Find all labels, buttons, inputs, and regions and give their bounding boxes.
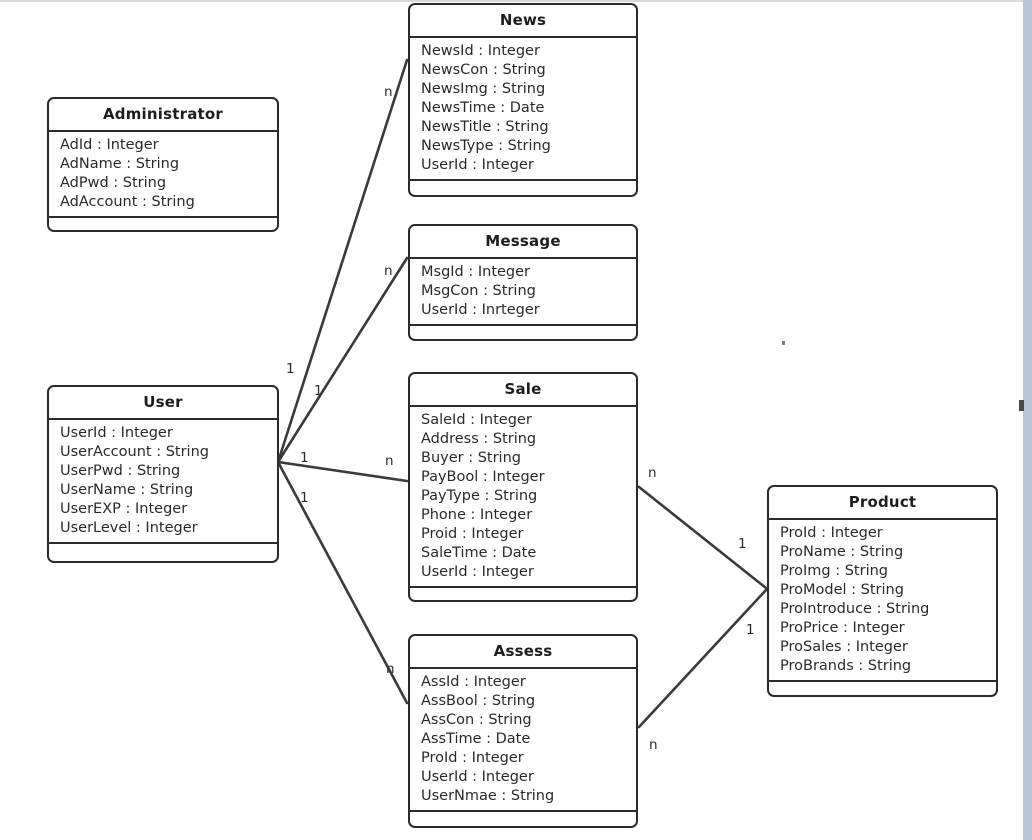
multiplicity-label-m-assess-n: n [386,661,395,677]
attribute-row: AssId : Integer [421,674,526,690]
attribute-row: AdId : Integer [60,137,159,153]
attribute-row: ProImg : String [780,563,888,579]
attribute-row: ProId : Integer [780,525,883,541]
attribute-row: NewsId : Integer [421,43,540,59]
attribute-row: ProBrands : String [780,658,912,674]
top-edge-rule [0,0,1032,2]
multiplicity-label-m-ass-prod-1: 1 [746,622,755,638]
attribute-row: MsgId : Integer [421,264,531,280]
association-line-sale-product[interactable] [637,485,768,590]
class-operations-user [49,544,277,570]
attribute-row: UserId : Integer [421,157,534,173]
attribute-row: AssCon : String [421,712,532,728]
class-operations-assess [410,812,636,838]
association-line-assess-product[interactable] [637,588,768,729]
class-operations-administrator [49,218,277,244]
attribute-row: UserEXP : Integer [60,501,188,517]
attribute-row: ProId : Integer [421,750,524,766]
multiplicity-label-m-user-sale-1: 1 [300,450,309,466]
attribute-row: UserId : Inrteger [421,302,540,318]
class-operations-product [769,682,996,708]
attribute-row: ProName : String [780,544,904,560]
attribute-row: UserId : Integer [421,564,534,580]
attribute-row: AdPwd : String [60,175,167,191]
attribute-row: MsgCon : String [421,283,536,299]
attribute-row: UserId : Integer [60,425,173,441]
attribute-row: UserName : String [60,482,194,498]
class-operations-message [410,326,636,352]
class-name-message: Message [410,226,636,259]
class-name-assess: Assess [410,636,636,669]
multiplicity-label-m-user-news-1: 1 [286,361,295,377]
right-edge-mark [1019,400,1024,411]
class-name-user: User [49,387,277,420]
attribute-row: ProIntroduce : String [780,601,930,617]
attribute-row: NewsImg : String [421,81,546,97]
attribute-row: NewsTitle : String [421,119,549,135]
multiplicity-label-m-user-msg-1: 1 [314,383,323,399]
attribute-row: ProPrice : Integer [780,620,905,636]
attribute-row: SaleTime : Date [421,545,537,561]
attribute-row: Phone : Integer [421,507,533,523]
attribute-row: Proid : Integer [421,526,524,542]
association-line-user-sale[interactable] [276,460,409,483]
association-line-user-assess[interactable] [276,460,409,705]
attribute-row: UserPwd : String [60,463,181,479]
multiplicity-label-m-sale-prod-n: n [648,465,657,481]
class-name-product: Product [769,487,996,520]
attribute-row: NewsCon : String [421,62,546,78]
attribute-row: Buyer : String [421,450,521,466]
class-operations-news [410,181,636,207]
attribute-row: AdName : String [60,156,180,172]
attribute-row: AssTime : Date [421,731,531,747]
attribute-row: AdAccount : String [60,194,195,210]
attribute-row: Address : String [421,431,537,447]
attribute-row: UserAccount : String [60,444,209,460]
attribute-row: SaleId : Integer [421,412,532,428]
attribute-row: PayType : String [421,488,538,504]
attribute-row: ProModel : String [780,582,904,598]
association-line-user-news[interactable] [276,58,409,464]
attribute-row: UserNmae : String [421,788,555,804]
attribute-row: UserId : Integer [421,769,534,785]
attribute-row: NewsType : String [421,138,551,154]
multiplicity-label-m-message-n: n [384,263,393,279]
attribute-row: ProSales : Integer [780,639,908,655]
attribute-row: NewsTime : Date [421,100,545,116]
multiplicity-label-m-sale-prod-1: 1 [738,536,747,552]
class-name-administrator: Administrator [49,99,277,132]
association-line-user-message[interactable] [276,256,409,464]
multiplicity-label-m-user-ass-1: 1 [300,490,309,506]
artifact-stray-dot [782,341,785,345]
class-name-news: News [410,5,636,38]
multiplicity-label-m-news-n: n [384,84,393,100]
multiplicity-label-m-ass-prod-n: n [649,737,658,753]
right-edge-strip [1023,0,1032,840]
class-operations-sale [410,588,636,614]
multiplicity-label-m-sale-n: n [385,453,394,469]
attribute-row: UserLevel : Integer [60,520,198,536]
attribute-row: AssBool : String [421,693,536,709]
attribute-row: PayBool : Integer [421,469,545,485]
class-name-sale: Sale [410,374,636,407]
